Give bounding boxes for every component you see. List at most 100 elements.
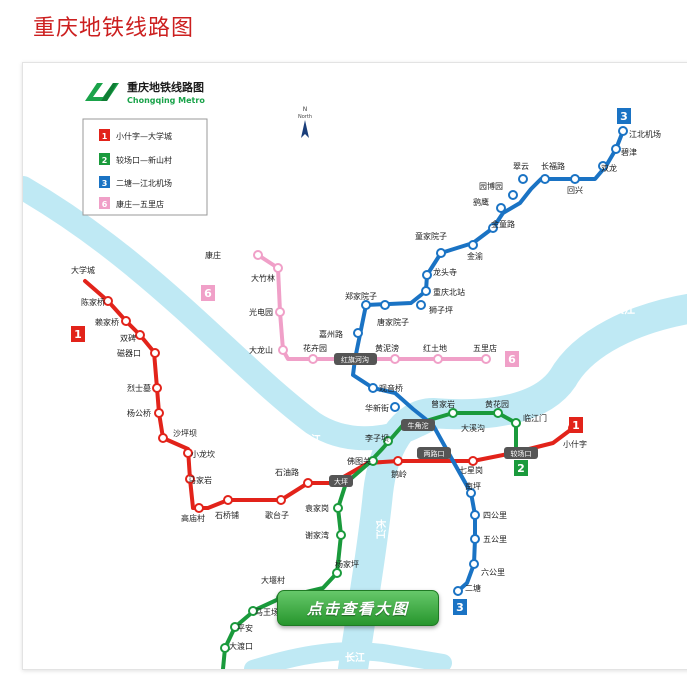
station-dot[interactable] (618, 126, 628, 136)
station-dot[interactable] (448, 408, 458, 418)
station-dot[interactable] (158, 433, 168, 443)
station-dot[interactable] (135, 330, 145, 340)
station-dot[interactable] (368, 456, 378, 466)
interchange-jiaochangkou[interactable] (504, 447, 538, 459)
station-dot[interactable] (332, 568, 342, 578)
station-label: 金渝 (467, 251, 483, 261)
station-label: 黄泥滂 (375, 343, 399, 353)
station-label: 观音桥 (379, 383, 403, 393)
station-label: 两路口 (424, 449, 445, 458)
station-label: 石桥铺 (215, 510, 239, 520)
station-dot[interactable] (436, 248, 446, 258)
legend-text: 二塘—江北机场 (116, 178, 172, 188)
station-dot[interactable] (353, 328, 363, 338)
station-dot[interactable] (103, 296, 113, 306)
interchange-lianglukou[interactable] (417, 447, 451, 459)
station-label: 双碑 (120, 333, 136, 343)
station-dot[interactable] (416, 300, 426, 310)
station-label: 烈士墓 (127, 383, 151, 393)
station-dot[interactable] (183, 448, 193, 458)
station-dot[interactable] (493, 408, 503, 418)
station-dot[interactable] (488, 223, 498, 233)
station-label: 金童路 (491, 219, 515, 229)
station-dot[interactable] (223, 495, 233, 505)
station-label: 平安 (237, 623, 253, 633)
station-dot[interactable] (273, 263, 283, 273)
station-dot[interactable] (150, 348, 160, 358)
station-dot[interactable] (470, 534, 480, 544)
station-dot[interactable] (390, 354, 400, 364)
metro-map-card[interactable]: 长江 嘉陵江 长江 长江 重庆地铁线路图 Chongqing Metro N N… (22, 62, 687, 670)
station-label: 牛角沱 (408, 421, 429, 430)
station-dot[interactable] (481, 354, 491, 364)
station-dot[interactable] (466, 488, 476, 498)
station-dot[interactable] (393, 456, 403, 466)
station-dot[interactable] (275, 307, 285, 317)
station-dot[interactable] (496, 203, 506, 213)
legend-item-line1: 1 小什字—大学城 (99, 129, 172, 141)
station-dot[interactable] (433, 354, 443, 364)
legend-text: 较场口—新山村 (116, 155, 172, 165)
line1-path (83, 279, 575, 510)
station-dot[interactable] (152, 383, 162, 393)
station-dot[interactable] (511, 418, 521, 428)
station-dot[interactable] (361, 300, 371, 310)
station-dot[interactable] (469, 559, 479, 569)
interchange-niujiaotuo[interactable] (401, 419, 435, 431)
station-dot[interactable] (253, 250, 263, 260)
station-dot[interactable] (278, 345, 288, 355)
station-dot[interactable] (220, 643, 230, 653)
jialing-river (23, 176, 455, 451)
station-dot[interactable] (508, 190, 518, 200)
station-label: 磁器口 (117, 348, 141, 358)
interchange-hongqihegou[interactable] (334, 353, 377, 365)
compass: N North (298, 106, 312, 138)
station-dot[interactable] (276, 495, 286, 505)
station-label: 碧津 (621, 147, 637, 157)
station-label: 小什字 (563, 439, 587, 449)
line-badge-3-top (617, 108, 631, 124)
legend-num: 2 (102, 156, 108, 165)
station-dot[interactable] (468, 240, 478, 250)
station-dot[interactable] (611, 144, 621, 154)
station-label: 鹞鹰 (473, 197, 489, 207)
station-label: 翠云 (513, 162, 529, 171)
station-dot[interactable] (453, 586, 463, 596)
station-dot[interactable] (383, 436, 393, 446)
station-dot[interactable] (470, 510, 480, 520)
station-dot[interactable] (303, 478, 313, 488)
interchange-daping[interactable] (329, 475, 353, 487)
station-dot[interactable] (308, 354, 318, 364)
station-dot[interactable] (121, 316, 131, 326)
interchange-stations: 红旗河沟 牛角沱 两路口 较场口 大坪 (329, 353, 538, 487)
station-dot[interactable] (598, 161, 608, 171)
station-label: 五里店 (473, 343, 497, 353)
station-dot[interactable] (248, 606, 258, 616)
legend-item-line3: 3 二塘—江北机场 (99, 176, 172, 188)
view-large-map-button[interactable]: 点击查看大图 (277, 590, 439, 626)
station-dot[interactable] (230, 622, 240, 632)
station-dot[interactable] (336, 530, 346, 540)
station-dot[interactable] (333, 503, 343, 513)
station-dot[interactable] (421, 286, 431, 296)
station-label: 童家院子 (415, 231, 447, 241)
station-label: 杨公桥 (127, 408, 151, 418)
station-dot[interactable] (422, 270, 432, 280)
station-dot[interactable] (194, 503, 204, 513)
station-dot[interactable] (570, 174, 580, 184)
station-dot[interactable] (540, 174, 550, 184)
line-badge-1-right (569, 417, 583, 433)
station-dot[interactable] (368, 383, 378, 393)
station-dot[interactable] (380, 300, 390, 310)
metro-map-svg: 长江 嘉陵江 长江 长江 重庆地铁线路图 Chongqing Metro N N… (23, 80, 687, 669)
line-badge-number: 1 (74, 328, 82, 341)
legend-num: 6 (102, 200, 108, 209)
station-dot[interactable] (185, 474, 195, 484)
station-dot[interactable] (468, 456, 478, 466)
station-dot[interactable] (154, 408, 164, 418)
legend-item-line2: 2 较场口—新山村 (99, 153, 172, 165)
station-label: 大坪 (334, 477, 348, 486)
station-label: 歌台子 (265, 510, 289, 520)
station-dot[interactable] (518, 174, 528, 184)
station-dot[interactable] (390, 402, 400, 412)
